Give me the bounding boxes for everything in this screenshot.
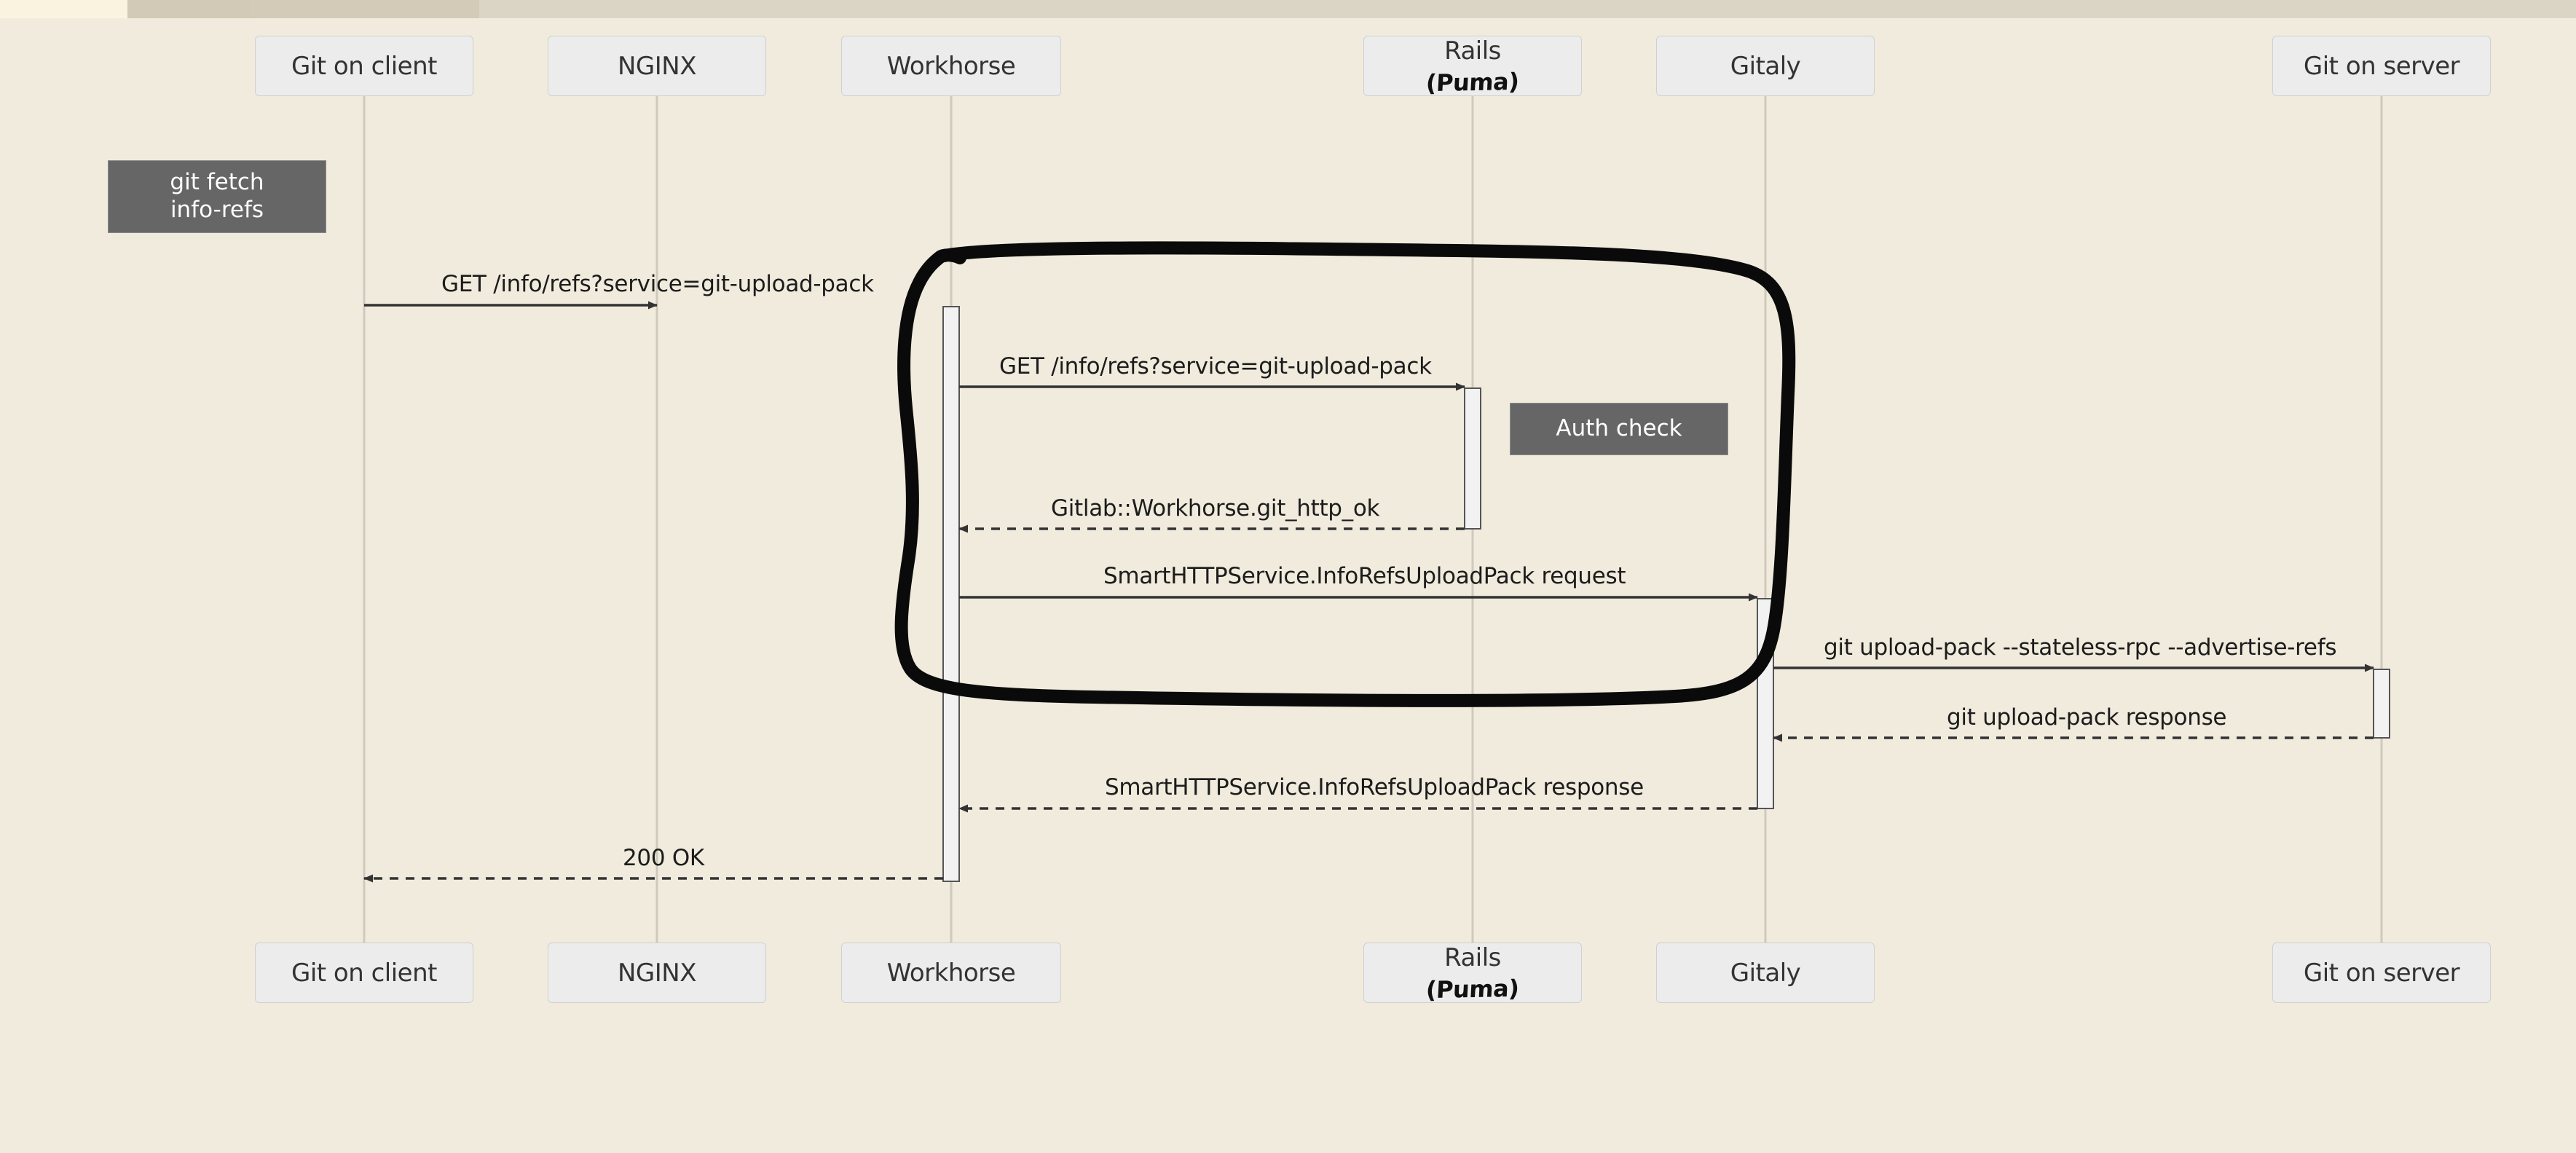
participant-label: Gitaly xyxy=(1730,51,1801,81)
participant-sublabel-annotation: (Puma) xyxy=(1425,974,1520,1004)
participant-label: Git on client xyxy=(291,51,437,81)
hand-drawn-annotation-layer xyxy=(894,241,1796,707)
participant-workhorse-bottom[interactable]: Workhorse xyxy=(841,943,1061,1003)
participant-label: Git on server xyxy=(2303,958,2460,988)
participant-label: Rails xyxy=(1444,943,1501,972)
participant-git-on-client-top[interactable]: Git on client xyxy=(255,36,473,96)
participant-label: Workhorse xyxy=(886,958,1016,988)
browser-top-strip xyxy=(0,0,2576,18)
participant-git-on-client-bottom[interactable]: Git on client xyxy=(255,943,473,1003)
hand-drawn-highlight-oval xyxy=(894,241,1796,707)
msg-inforefs-request-label: SmartHTTPService.InfoRefsUploadPack requ… xyxy=(1103,563,1626,589)
participant-gitaly-bottom[interactable]: Gitaly xyxy=(1656,943,1875,1003)
participant-label: Workhorse xyxy=(886,51,1016,81)
participant-rails-bottom[interactable]: Rails(Puma) xyxy=(1363,943,1582,1004)
participant-label: Git on client xyxy=(291,958,437,988)
participant-label: Rails xyxy=(1444,36,1501,66)
note-line: info-refs xyxy=(170,197,264,223)
participant-gitaly-top[interactable]: Gitaly xyxy=(1656,36,1875,96)
participant-rails-top[interactable]: Rails(Puma) xyxy=(1363,36,1582,97)
note-auth-check: Auth check xyxy=(1510,403,1728,455)
participant-nginx-top[interactable]: NGINX xyxy=(548,36,766,96)
message-arrows-group xyxy=(363,301,2374,883)
note-line: Auth check xyxy=(1556,415,1682,442)
msg-git-http-ok-label: Gitlab::Workhorse.git_http_ok xyxy=(1051,495,1380,522)
msg-200-ok-label: 200 OK xyxy=(623,845,704,871)
msg-get-info-refs-client-nginx-label: GET /info/refs?service=git-upload-pack xyxy=(441,271,874,297)
activation-git-on-server xyxy=(2373,669,2390,739)
msg-git-upload-pack-response-label: git upload-pack response xyxy=(1947,704,2227,731)
top-strip-segment-3 xyxy=(250,0,479,18)
participant-git-on-server-bottom[interactable]: Git on server xyxy=(2272,943,2491,1003)
top-strip-segment-4 xyxy=(479,0,2576,18)
participant-label: NGINX xyxy=(617,51,697,81)
participant-label: Git on server xyxy=(2303,51,2460,81)
participant-label: Gitaly xyxy=(1730,958,1801,988)
msg-git-upload-pack-advertise-label: git upload-pack --stateless-rpc --advert… xyxy=(1824,634,2337,661)
activation-rails xyxy=(1464,387,1481,530)
top-strip-segment-1 xyxy=(0,0,127,18)
participant-nginx-bottom[interactable]: NGINX xyxy=(548,943,766,1003)
participant-workhorse-top[interactable]: Workhorse xyxy=(841,36,1061,96)
top-strip-segment-2 xyxy=(127,0,250,18)
msg-inforefs-response-label: SmartHTTPService.InfoRefsUploadPack resp… xyxy=(1105,774,1644,800)
note-line: git fetch xyxy=(170,169,264,196)
activation-workhorse xyxy=(942,306,960,882)
participant-label: NGINX xyxy=(617,958,697,988)
msg-get-info-refs-workhorse-rails-label: GET /info/refs?service=git-upload-pack xyxy=(999,353,1432,379)
participant-sublabel-annotation: (Puma) xyxy=(1425,67,1520,97)
participant-git-on-server-top[interactable]: Git on server xyxy=(2272,36,2491,96)
